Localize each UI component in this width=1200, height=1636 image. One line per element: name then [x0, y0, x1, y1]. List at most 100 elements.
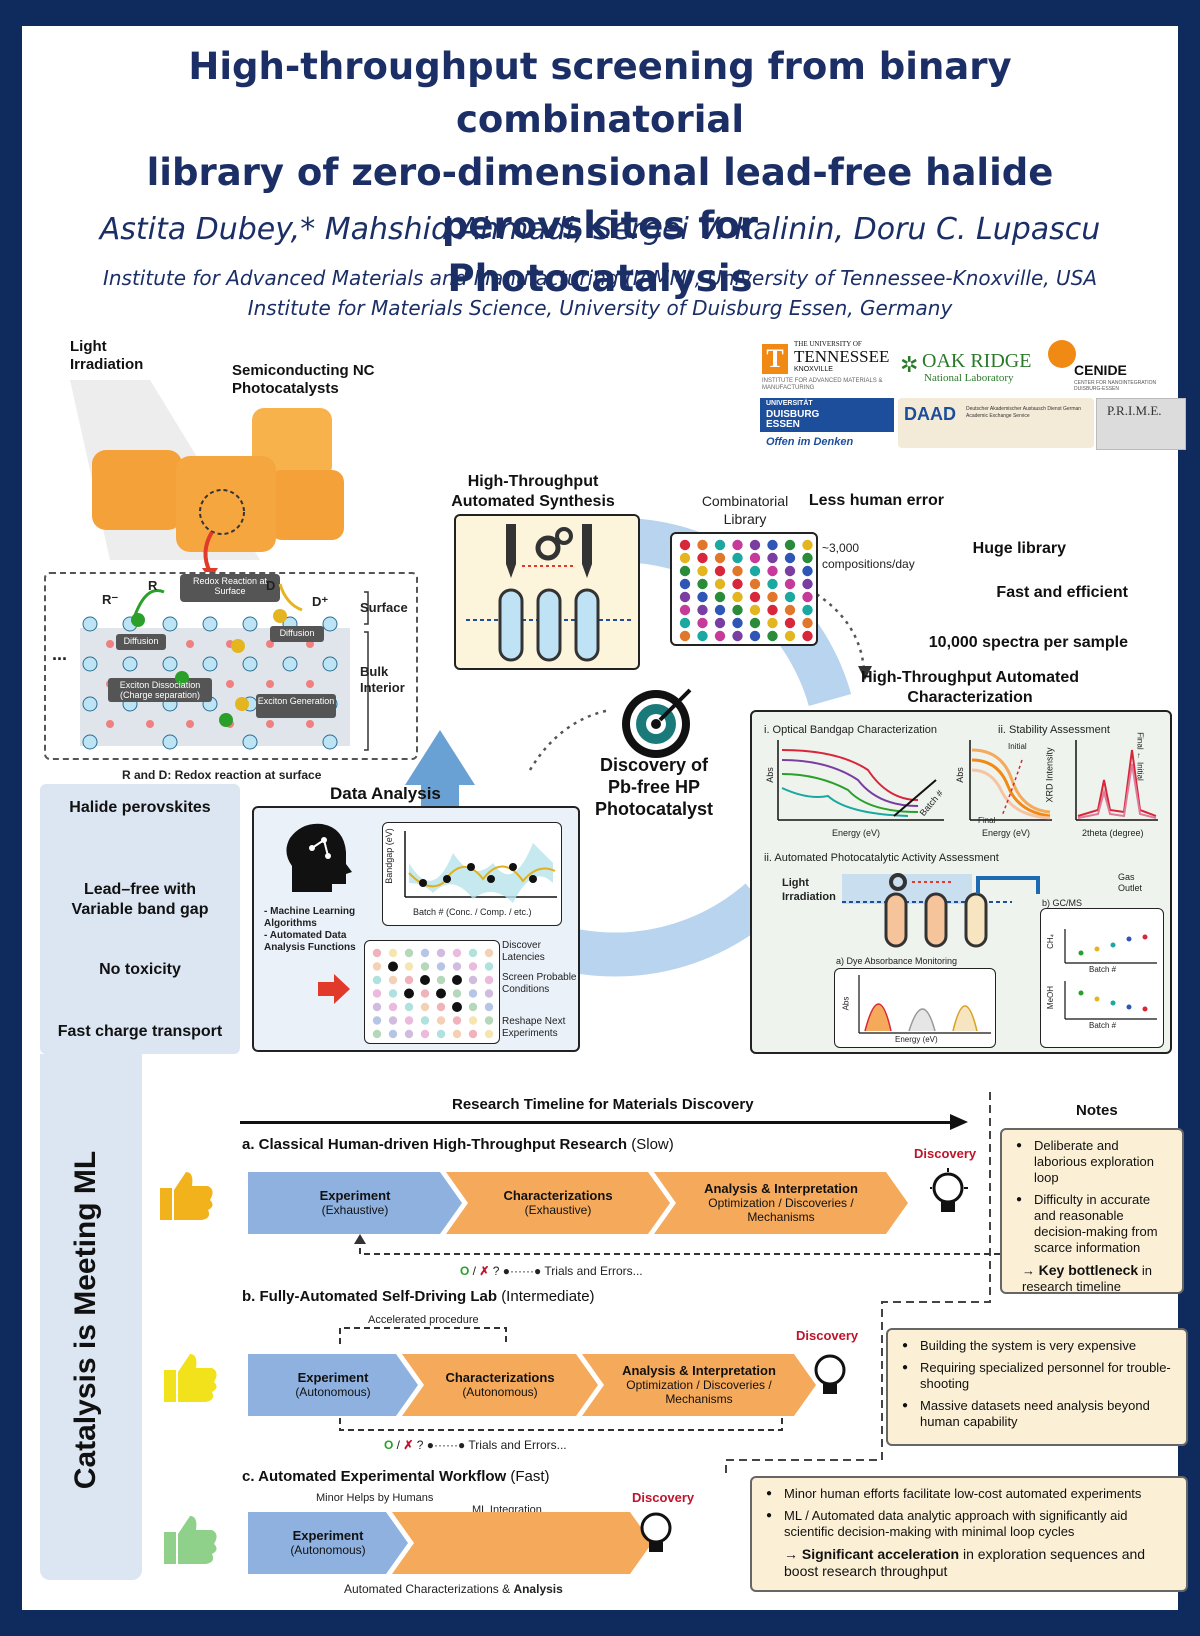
screening-well	[484, 962, 494, 971]
screening-well	[484, 1029, 494, 1039]
library-well	[714, 604, 726, 616]
thumbs-up-icon-c	[164, 1516, 217, 1564]
gcms-batch-label-1: Batch #	[1089, 965, 1117, 974]
synthesis-title: High-Throughput Automated Synthesis	[451, 473, 615, 510]
library-well	[802, 565, 813, 577]
row-c-automation	[392, 1512, 652, 1574]
optical-label: i. Optical Bandgap Characterization	[764, 724, 938, 736]
note-b-3: Massive datasets need analysis beyond hu…	[902, 1398, 1176, 1430]
screening-well	[372, 1029, 382, 1039]
screening-well	[436, 1029, 446, 1039]
discovery-label-c: Discovery	[632, 1490, 695, 1505]
vertical-label-bar	[40, 1054, 142, 1580]
stability-chart	[969, 740, 1052, 821]
initial-label: Initial	[1008, 742, 1027, 751]
logo-tennessee: T THE UNIVERSITY OF TENNESSEE KNOXVILLE …	[762, 340, 890, 391]
meoh-label: MeOH	[1046, 985, 1056, 1010]
library-well	[697, 578, 708, 590]
library-well	[697, 539, 708, 551]
benefit-spectra: 10,000 spectra per sample	[928, 634, 1128, 651]
logo-ornl: ✲ OAK RIDGE National Laboratory	[900, 350, 1032, 384]
row-c-experiment: Experiment(Autonomous)	[248, 1512, 408, 1574]
notes-a: Deliberate and laborious exploration loo…	[1000, 1128, 1184, 1294]
lattice-diagram	[80, 574, 369, 751]
title-line-3: Photocatalysis	[447, 257, 753, 300]
dye-energy-label: Energy (eV)	[895, 1035, 938, 1044]
screening-grid	[364, 940, 500, 1044]
screening-well-grid	[372, 948, 494, 1039]
screening-well	[468, 948, 478, 958]
library-well	[714, 578, 726, 590]
library-well	[784, 630, 796, 642]
screening-well	[484, 1002, 494, 1012]
note-c-key: → Significant acceleration in exploratio…	[784, 1546, 1146, 1579]
row-c-title: c. Automated Experimental Workflow (Fast…	[242, 1468, 550, 1485]
library-well	[714, 630, 726, 642]
library-well	[749, 539, 761, 551]
brain-head-icon	[286, 823, 352, 892]
note-c-1: Minor human efforts facilitate low-cost …	[766, 1486, 1176, 1502]
d-label: D	[266, 578, 276, 593]
xrd-label: XRD Intensity	[1044, 747, 1055, 803]
synthesis-panel	[454, 514, 640, 670]
library-well	[784, 565, 796, 577]
property-fast-charge-transport: Fast charge transport	[57, 1023, 223, 1040]
screening-well	[452, 975, 462, 985]
library-well	[767, 604, 778, 616]
library-well	[802, 617, 813, 629]
library-well	[732, 539, 743, 551]
screening-well	[452, 1029, 462, 1039]
diffusion-label-2: Diffusion	[279, 628, 315, 638]
library-well	[802, 578, 813, 590]
library-well	[784, 591, 796, 603]
final-label: Final	[978, 816, 996, 825]
screening-well	[468, 989, 478, 998]
library-well	[697, 617, 708, 629]
notes-c: Minor human efforts facilitate low-cost …	[750, 1476, 1188, 1592]
lightbulb-icon-a	[930, 1168, 968, 1212]
library-well	[767, 539, 778, 551]
screening-well	[452, 962, 462, 971]
timeline-title: Research Timeline for Materials Discover…	[452, 1096, 754, 1113]
screening-well	[484, 948, 494, 958]
library-well	[679, 552, 691, 564]
library-well	[802, 630, 813, 642]
screening-well	[436, 988, 446, 999]
r-label: R	[148, 578, 158, 593]
row-c-flow: Experiment(Autonomous)	[248, 1512, 668, 1574]
library-well	[749, 604, 761, 616]
screening-well	[452, 1002, 462, 1012]
dye-chart: Abs Energy (eV)	[834, 968, 996, 1048]
screening-well	[468, 962, 478, 971]
row-a-title: a. Classical Human-driven High-Throughpu…	[242, 1136, 674, 1153]
screening-well	[404, 988, 414, 999]
logo-daad: DAAD Deutscher Akademischer Austausch Di…	[898, 398, 1094, 448]
notes-title: Notes	[1076, 1102, 1118, 1119]
note-c-2: ML / Automated data analytic approach wi…	[766, 1508, 1176, 1540]
screening-well	[436, 975, 446, 985]
abs-label-2: Abs	[954, 767, 965, 783]
light-irradiation-label: Light Irradiation	[70, 338, 144, 373]
logo-prime: P.R.I.M.E.	[1096, 398, 1186, 450]
library-well	[732, 565, 743, 577]
library-well	[767, 617, 778, 629]
note-b-2: Requiring specialized personnel for trou…	[902, 1360, 1176, 1392]
screening-well	[468, 975, 478, 985]
row-a-trials: O / ✗ ? ●······● Trials and Errors...	[460, 1264, 643, 1278]
row-b-characterizations: Characterizations(Autonomous)	[402, 1354, 598, 1416]
library-well	[714, 565, 726, 577]
screening-well	[404, 948, 414, 958]
lattice-ellipsis: ...	[52, 644, 68, 664]
bandgap-ylabel: Bandgap (eV)	[383, 828, 394, 884]
library-well	[767, 552, 778, 564]
property-halide-perovskites: Halide perovskites	[69, 799, 211, 816]
action-discover: Discover Latencies	[502, 940, 545, 963]
library-well	[802, 591, 813, 603]
compositions-rate: ~3,000 compositions/day	[822, 541, 915, 571]
library-well-grid	[679, 539, 813, 642]
dye-abs-label: Abs	[841, 996, 851, 1011]
property-lead-free: Lead–free with Variable band gap	[71, 881, 209, 918]
library-well	[714, 539, 726, 551]
screening-well	[436, 1016, 446, 1025]
note-a-1: Deliberate and laborious exploration loo…	[1016, 1138, 1172, 1186]
